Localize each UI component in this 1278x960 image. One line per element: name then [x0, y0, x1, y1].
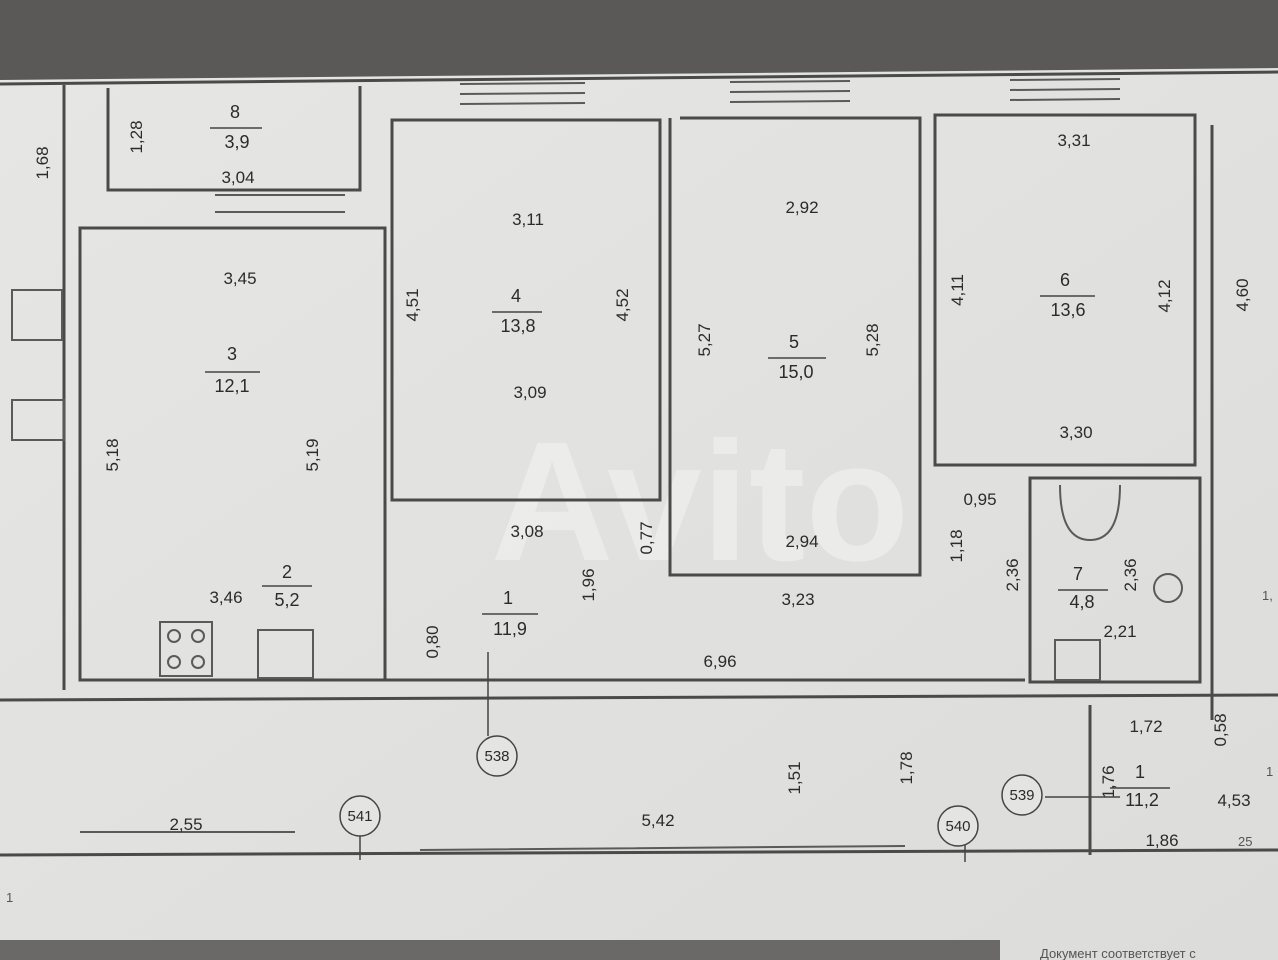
dimension-label: 4,60 — [1233, 278, 1252, 311]
dimension-label: 5,18 — [103, 438, 122, 471]
dimension-label: 1,68 — [33, 146, 52, 179]
dimension-label: 0,80 — [423, 625, 442, 658]
dimension-label: 3,11 — [512, 210, 544, 229]
axis-marker: 541 — [347, 808, 372, 825]
edge-fragment: 1 — [1266, 764, 1273, 779]
edge-fragment: 25 — [1238, 834, 1252, 849]
dimension-label: 1,78 — [897, 751, 916, 784]
dimension-label: 3,08 — [510, 522, 543, 541]
axis-marker: 539 — [1009, 787, 1034, 804]
dimension-label: 5,42 — [641, 811, 674, 830]
axis-lines — [359, 652, 1120, 862]
room-number: 1 — [1135, 762, 1145, 782]
axis-marker-circles — [339, 735, 1043, 847]
room-area: 11,9 — [493, 619, 527, 639]
dimension-label: 3,45 — [223, 269, 256, 288]
dimension-label: 1,28 — [127, 120, 146, 153]
paper-sheet — [0, 68, 1278, 960]
dimension-label: 0,95 — [963, 490, 996, 509]
room-area: 13,8 — [500, 316, 535, 336]
dimension-label: 4,12 — [1155, 279, 1174, 312]
axis-marker: 538 — [484, 748, 509, 765]
dimension-label: 0,58 — [1211, 713, 1230, 746]
dimension-label: 3,09 — [513, 383, 546, 402]
room-area: 12,1 — [214, 376, 249, 396]
room-number: 4 — [511, 286, 521, 306]
room-area: 15,0 — [778, 362, 813, 382]
dimension-label: 1,76 — [1099, 765, 1118, 798]
dimension-label: 2,94 — [785, 532, 818, 551]
walls — [0, 70, 1278, 857]
dimension-label: 1,18 — [947, 529, 966, 562]
dimension-label: 4,52 — [613, 288, 632, 321]
dimension-label: 1,72 — [1129, 717, 1162, 736]
dimension-label: 1,96 — [579, 568, 598, 601]
dimension-label: 2,21 — [1103, 622, 1136, 641]
dimension-label: 4,53 — [1217, 791, 1250, 810]
dimension-label: 2,36 — [1003, 558, 1022, 591]
dimension-label: 3,31 — [1057, 131, 1090, 150]
windows — [80, 78, 1121, 851]
dimension-label: 3,46 — [209, 588, 242, 607]
dimension-label: 1,51 — [785, 761, 804, 794]
axis-marker: 540 — [945, 818, 970, 835]
dimension-label: 0,77 — [637, 521, 656, 554]
dimension-label: 5,28 — [863, 323, 882, 356]
footer-note: Документ соответствует с — [1040, 946, 1196, 960]
dimension-label: 6,96 — [703, 652, 736, 671]
room-underlines — [205, 127, 1170, 789]
room-number: 5 — [789, 332, 799, 352]
edge-fragment: 1 — [6, 890, 13, 905]
room-area: 11,2 — [1125, 790, 1159, 810]
dimension-label: 5,19 — [303, 438, 322, 471]
edge-fragment: 1, — [1262, 588, 1273, 603]
room-number: 1 — [503, 588, 513, 608]
dimension-label: 2,92 — [785, 198, 818, 217]
dimension-label: 4,51 — [403, 288, 422, 321]
room-area: 13,6 — [1050, 300, 1085, 320]
dimension-label: 2,55 — [169, 815, 202, 834]
table-strip — [0, 940, 1000, 960]
room-number: 2 — [282, 562, 292, 582]
dimension-label: 3,30 — [1059, 423, 1092, 442]
dimension-label: 3,23 — [781, 590, 814, 609]
room-number: 8 — [230, 102, 240, 122]
dimension-label: 3,04 — [221, 168, 254, 187]
room-number: 7 — [1073, 564, 1083, 584]
dimension-label: 4,11 — [948, 274, 967, 306]
dimension-label: 5,27 — [695, 323, 714, 356]
dimension-label: 2,36 — [1121, 558, 1140, 591]
room-number: 6 — [1060, 270, 1070, 290]
room-area: 5,2 — [274, 590, 299, 610]
dimension-label: 1,86 — [1145, 831, 1178, 850]
room-number: 3 — [227, 344, 237, 364]
fixtures — [11, 289, 1183, 681]
room-area: 3,9 — [224, 132, 249, 152]
watermark-text: Avito — [491, 407, 910, 597]
room-area: 4,8 — [1069, 592, 1094, 612]
